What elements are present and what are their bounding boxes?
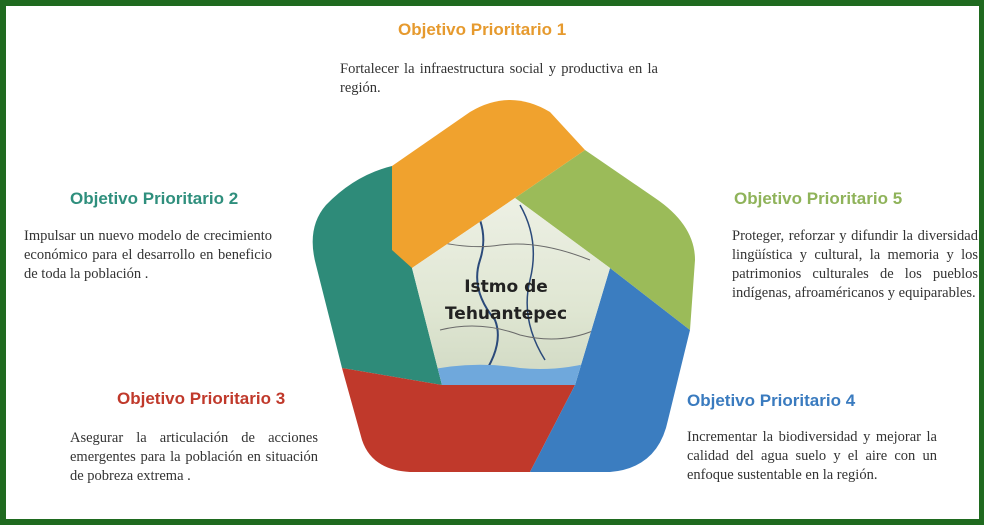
objective-1-title: Objetivo Prioritario 1	[398, 20, 567, 39]
objective-4-text: Incrementar la biodiversidad y mejorar l…	[687, 429, 937, 483]
segment-objective-3	[342, 368, 575, 472]
objective-2-text: Impulsar un nuevo modelo de crecimiento …	[24, 228, 272, 282]
objective-1-text: Fortalecer la infraestructura social y p…	[340, 61, 658, 96]
objective-2-title: Objetivo Prioritario 2	[70, 189, 239, 208]
objective-4-title: Objetivo Prioritario 4	[687, 391, 856, 410]
objective-3-text: Asegurar la articulación de acciones eme…	[70, 430, 318, 484]
segment-objective-1	[392, 100, 585, 268]
center-label-line1: Istmo de	[464, 277, 548, 297]
segment-objective-5	[515, 150, 695, 330]
center-label-line2: Tehuantepec	[445, 304, 567, 324]
objective-5-title: Objetivo Prioritario 5	[734, 189, 903, 208]
segment-objective-4	[530, 268, 690, 472]
objective-3-title: Objetivo Prioritario 3	[117, 389, 286, 408]
objective-5-text: Proteger, reforzar y difundir la diversi…	[732, 228, 978, 301]
